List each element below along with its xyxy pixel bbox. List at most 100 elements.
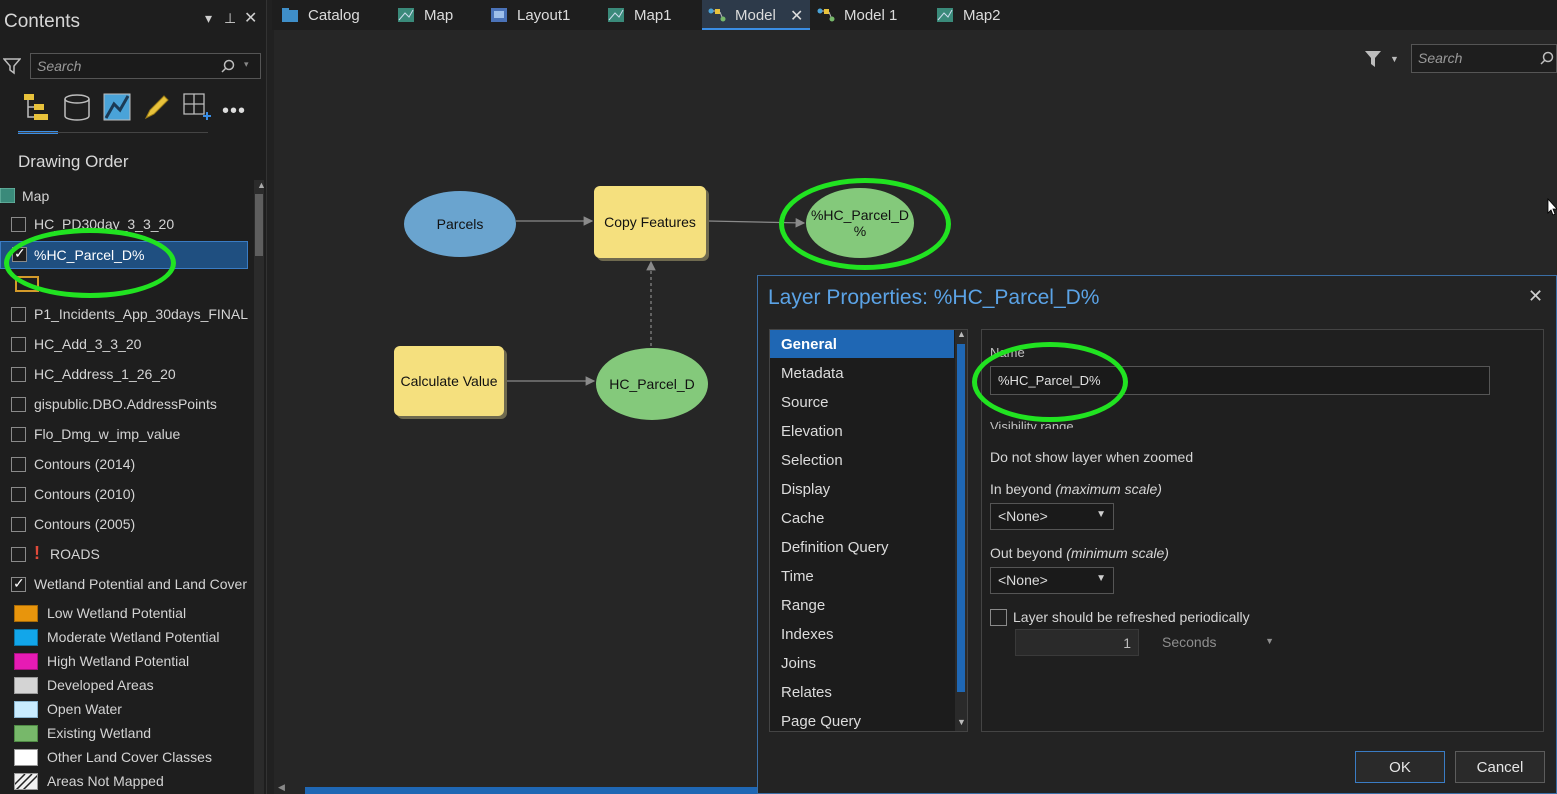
layer-row[interactable]: Contours (2005): [0, 511, 248, 539]
layer-visibility-checkbox[interactable]: [11, 307, 26, 322]
legend-swatch: [14, 677, 38, 694]
search-icon[interactable]: [221, 59, 235, 73]
variable-node[interactable]: HC_Parcel_D: [596, 348, 708, 420]
tab-map[interactable]: Map: [397, 0, 477, 30]
layer-row[interactable]: gispublic.DBO.AddressPoints: [0, 391, 248, 419]
canvas-scrollbar[interactable]: ◀: [274, 782, 757, 794]
model-connectors: [506, 216, 806, 386]
nav-item-general[interactable]: General: [770, 330, 954, 358]
tab-catalog[interactable]: Catalog: [281, 0, 381, 30]
layer-label: gispublic.DBO.AddressPoints: [34, 396, 217, 412]
layer-row[interactable]: P1_Incidents_App_30days_FINAL: [0, 301, 248, 329]
scroll-left-icon[interactable]: ◀: [278, 782, 285, 792]
nav-item-metadata[interactable]: Metadata: [770, 359, 954, 387]
layer-visibility-checkbox[interactable]: [11, 575, 26, 592]
layer-row[interactable]: Contours (2014): [0, 451, 248, 479]
scrollbar-thumb[interactable]: [957, 344, 965, 692]
close-tab-icon[interactable]: ✕: [790, 8, 804, 25]
nav-label: Display: [781, 481, 831, 498]
nav-item-time[interactable]: Time: [770, 562, 954, 590]
legend-swatch: [14, 701, 38, 718]
layer-row[interactable]: Contours (2010): [0, 481, 248, 509]
nav-item-joins[interactable]: Joins: [770, 649, 954, 677]
pane-options-icon[interactable]: ▾: [205, 10, 213, 26]
refresh-unit-dropdown[interactable]: Seconds ▼: [1153, 629, 1283, 656]
pane-title: Contents: [4, 11, 81, 32]
list-by-editing-icon[interactable]: [142, 92, 172, 122]
in-beyond-value: <None>: [998, 508, 1048, 524]
layer-visibility-checkbox[interactable]: [11, 547, 26, 562]
nav-item-cache[interactable]: Cache: [770, 504, 954, 532]
tab-layout1[interactable]: Layout1: [490, 0, 590, 30]
layer-visibility-checkbox[interactable]: [11, 427, 26, 442]
contents-search[interactable]: Search ▾: [30, 53, 261, 79]
nav-item-definition-query[interactable]: Definition Query: [770, 533, 954, 561]
nav-item-elevation[interactable]: Elevation: [770, 417, 954, 445]
contents-scrollbar[interactable]: ▲: [254, 180, 266, 794]
list-by-source-icon[interactable]: [62, 92, 92, 122]
in-beyond-dropdown[interactable]: <None> ▼: [990, 503, 1114, 530]
map-node[interactable]: Map: [0, 182, 248, 208]
nav-label: Source: [781, 394, 829, 411]
layer-visibility-checkbox[interactable]: [11, 337, 26, 352]
layer-row[interactable]: ! ROADS: [0, 541, 248, 569]
nav-label: General: [781, 336, 837, 353]
layer-row[interactable]: Wetland Potential and Land Cover: [0, 571, 248, 599]
layer-row[interactable]: Flo_Dmg_w_imp_value: [0, 421, 248, 449]
copy-features-tool-node[interactable]: Copy Features: [594, 186, 706, 258]
list-by-snapping-icon[interactable]: [182, 92, 212, 122]
nav-item-page-query[interactable]: Page Query: [770, 707, 954, 731]
search-options-icon[interactable]: ▾: [244, 59, 249, 69]
ok-button[interactable]: OK: [1355, 751, 1445, 783]
calculate-value-tool-node[interactable]: Calculate Value: [394, 346, 504, 416]
layer-row[interactable]: HC_Address_1_26_20: [0, 361, 248, 389]
canvas-search[interactable]: Search: [1411, 44, 1557, 73]
tab-model-1[interactable]: Model 1: [817, 0, 917, 30]
layer-visibility-checkbox[interactable]: [11, 217, 26, 232]
out-beyond-text: Out beyond: [990, 545, 1063, 561]
layer-visibility-checkbox[interactable]: [11, 397, 26, 412]
scrollbar-thumb[interactable]: [305, 787, 757, 794]
nav-item-selection[interactable]: Selection: [770, 446, 954, 474]
filter-icon[interactable]: [3, 57, 21, 75]
close-pane-icon[interactable]: ✕: [244, 10, 258, 27]
tab-model-active[interactable]: Model ✕: [702, 0, 810, 30]
tab-map2[interactable]: Map2: [936, 0, 1021, 30]
input-data-node[interactable]: Parcels: [404, 191, 516, 257]
out-beyond-dropdown[interactable]: <None> ▼: [990, 567, 1114, 594]
cancel-button[interactable]: Cancel: [1455, 751, 1545, 783]
layer-row[interactable]: HC_Add_3_3_20: [0, 331, 248, 359]
map-icon: [398, 8, 414, 22]
scrollbar-thumb[interactable]: [255, 194, 263, 256]
search-input[interactable]: Search: [37, 58, 82, 74]
nav-item-relates[interactable]: Relates: [770, 678, 954, 706]
filter-icon[interactable]: [1364, 49, 1382, 69]
tab-map1[interactable]: Map1: [607, 0, 692, 30]
layer-label: HC_Address_1_26_20: [34, 366, 176, 382]
search-icon[interactable]: [1540, 51, 1554, 65]
search-input[interactable]: Search: [1418, 50, 1463, 66]
filter-dropdown-icon[interactable]: ▼: [1390, 54, 1399, 64]
list-by-drawing-order-icon[interactable]: [22, 92, 52, 122]
more-options-icon[interactable]: •••: [222, 100, 247, 122]
scroll-up-icon[interactable]: ▲: [257, 180, 266, 190]
layer-visibility-checkbox[interactable]: [11, 517, 26, 532]
nav-item-range[interactable]: Range: [770, 591, 954, 619]
catalog-icon: [282, 8, 298, 22]
scroll-up-icon[interactable]: ▲: [957, 329, 966, 339]
nav-item-indexes[interactable]: Indexes: [770, 620, 954, 648]
pin-icon[interactable]: ⊥: [224, 10, 237, 26]
legend-item: Open Water: [14, 698, 254, 722]
nav-item-display[interactable]: Display: [770, 475, 954, 503]
list-by-selection-icon[interactable]: [102, 92, 132, 122]
layer-visibility-checkbox[interactable]: [11, 487, 26, 502]
layer-visibility-checkbox[interactable]: [11, 367, 26, 382]
refresh-checkbox[interactable]: [990, 609, 1007, 626]
layer-visibility-checkbox[interactable]: [11, 457, 26, 472]
refresh-interval-input[interactable]: 1: [1015, 629, 1139, 656]
nav-item-source[interactable]: Source: [770, 388, 954, 416]
out-beyond-hint: (minimum scale): [1066, 545, 1169, 561]
nav-scrollbar[interactable]: ▲ ▼: [955, 330, 967, 731]
close-icon[interactable]: ✕: [1528, 286, 1544, 306]
scroll-down-icon[interactable]: ▼: [957, 717, 966, 727]
